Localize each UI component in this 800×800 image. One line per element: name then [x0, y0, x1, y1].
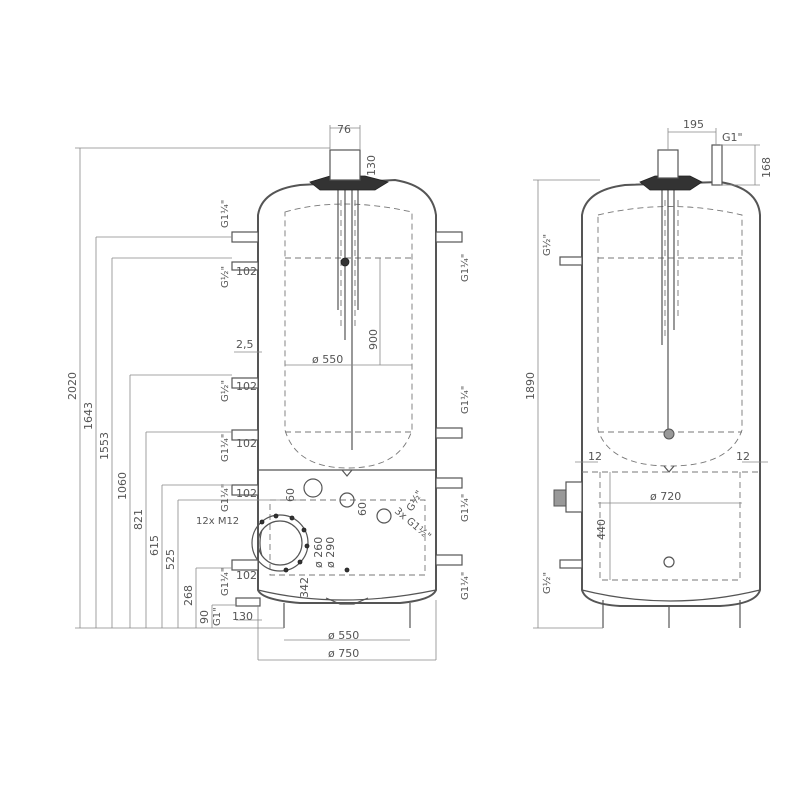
pipe-l4 [231, 429, 259, 441]
dim-102-d: 102 [236, 487, 257, 500]
left-horizontal-dims [234, 125, 437, 661]
dim-76: 76 [337, 123, 351, 136]
dim-60-b: 60 [356, 502, 369, 516]
dim-550-bottom: ø 550 [328, 629, 359, 642]
pipe-l6 [231, 559, 259, 571]
label-g114-bottom-left: G1¼" [219, 568, 231, 596]
left-port-60a [303, 478, 323, 498]
right-top-pipe [657, 149, 679, 179]
pipe-r1 [435, 231, 463, 243]
left-vertical-dims [75, 147, 330, 629]
dim-720: ø 720 [650, 490, 681, 503]
right-top-cap [639, 175, 703, 191]
right-side-pipes [435, 231, 463, 566]
dim-12-left: 12 [588, 450, 602, 463]
dim-1060: 1060 [116, 472, 129, 500]
label-g114-mid-left: G1¼" [219, 434, 231, 462]
right-dims [533, 128, 768, 629]
dim-102-c: 102 [236, 437, 257, 450]
dim-102-a: 102 [236, 265, 257, 278]
left-tank-view: 76 130 2020 1643 1553 1060 821 615 525 2… [66, 123, 471, 661]
dim-2-5: 2,5 [236, 338, 254, 351]
label-g12-diag: G½" [404, 488, 425, 513]
dim-130-top: 130 [365, 155, 378, 176]
pipe-l3 [231, 377, 259, 389]
label-g12-top-right: G½" [541, 234, 553, 256]
right-pipe-upper [559, 256, 583, 266]
right-lower-dash [599, 472, 741, 581]
dim-102-e: 102 [236, 569, 257, 582]
pipe-r4 [435, 554, 463, 566]
pipe-r2 [435, 427, 463, 439]
right-coil-rods [661, 150, 679, 440]
dim-750: ø 750 [328, 647, 359, 660]
left-bottom-valve [325, 597, 369, 605]
label-g114-right-mid: G1¼" [459, 386, 471, 414]
right-tank-view: 195 G1" 168 1890 12 12 ø 720 440 G½" G½" [524, 118, 773, 629]
right-bottom-curve [581, 589, 761, 602]
dim-60-a: 60 [284, 488, 297, 502]
left-coil-rods [337, 150, 359, 450]
right-flange-body [565, 481, 583, 513]
left-drain-mark [341, 469, 353, 477]
left-port-60b [339, 492, 355, 508]
dim-821: 821 [132, 509, 145, 530]
right-drain-mark [663, 465, 675, 473]
dim-900: 900 [367, 329, 380, 350]
dim-290: ø 290 [324, 537, 337, 568]
pipe-l5 [231, 484, 259, 496]
dim-1890: 1890 [524, 372, 537, 400]
dim-1553: 1553 [98, 432, 111, 460]
label-g114-right-top: G1¼" [459, 254, 471, 282]
dim-268: 268 [182, 585, 195, 606]
dim-90: 90 [198, 610, 211, 624]
pipe-r3 [435, 477, 463, 489]
dim-440: 440 [595, 519, 608, 540]
left-bottom-curve [257, 589, 437, 601]
dim-130-bottom: 130 [232, 610, 253, 623]
right-inner-tank [597, 206, 743, 467]
dim-195: 195 [683, 118, 704, 131]
right-top-connector [711, 144, 723, 186]
dim-12-right: 12 [736, 450, 750, 463]
dim-550-coil: ø 550 [312, 353, 343, 366]
left-side-pipes [231, 231, 261, 607]
label-g114-right-bottom: G1¼" [459, 572, 471, 600]
label-g114-right-low: G1¼" [459, 494, 471, 522]
pipe-l7 [235, 597, 261, 607]
dim-260: ø 260 [312, 537, 325, 568]
dim-102-b: 102 [236, 380, 257, 393]
left-flange [251, 513, 310, 573]
label-g114-lower-left: G1¼" [219, 484, 231, 512]
dim-525: 525 [164, 549, 177, 570]
dim-168: 168 [760, 157, 773, 178]
dim-342: 342 [298, 577, 311, 598]
left-top-pipe [329, 149, 361, 181]
left-inner-tank [284, 203, 413, 469]
label-g12-left: G½" [219, 266, 231, 288]
dim-1643: 1643 [82, 402, 95, 430]
left-port-3x [376, 508, 392, 524]
pipe-l2 [231, 261, 259, 271]
left-port-dot [344, 567, 350, 573]
label-g12-bottom-right: G½" [541, 572, 553, 594]
pipe-l1 [231, 231, 259, 243]
right-tank-shell [581, 180, 761, 607]
dim-2020: 2020 [66, 372, 79, 400]
label-g12-mid-left: G½" [219, 380, 231, 402]
right-port-bottom [663, 556, 675, 568]
right-pipe-lower [559, 559, 583, 569]
dim-615: 615 [148, 535, 161, 556]
left-lower-dash [269, 499, 426, 576]
dim-g1: G1" [722, 131, 743, 144]
label-g114-top-left: G1¼" [219, 200, 231, 228]
label-12x-m12: 12x M12 [196, 516, 239, 527]
label-g1-bottom: G1" [212, 607, 223, 626]
